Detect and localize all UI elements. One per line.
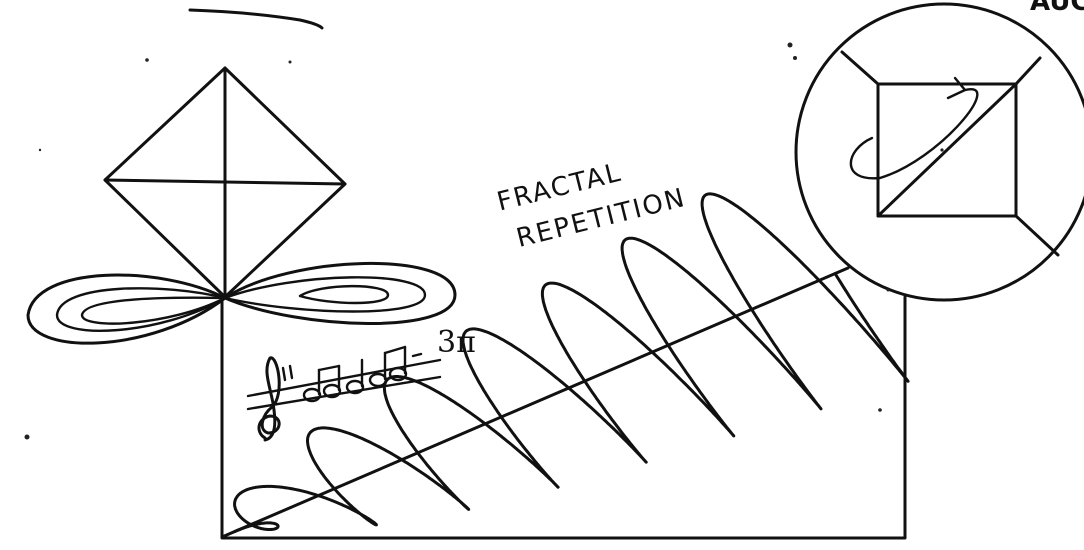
- top-stroke: [190, 10, 322, 28]
- corner-label: AUC: [1030, 0, 1084, 17]
- circle-cube-icon: [796, 4, 1084, 300]
- outer-frame: [222, 297, 905, 538]
- left-nested-loops: [28, 275, 225, 343]
- music-notation: [248, 347, 440, 440]
- rotation-arrow: [851, 89, 977, 178]
- diagonal-axis: [222, 268, 848, 537]
- diamond-shape: [105, 68, 345, 297]
- right-nested-loops: [225, 263, 455, 323]
- oscillating-wave: [235, 194, 909, 532]
